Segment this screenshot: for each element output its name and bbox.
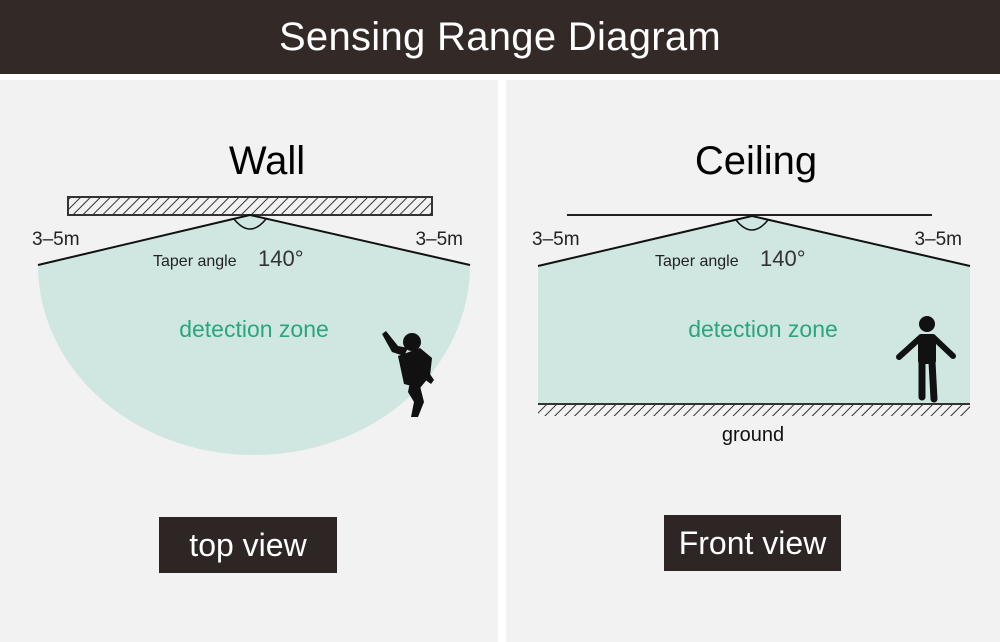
wall-hatch-icon (67, 196, 433, 216)
header-bar: Sensing Range Diagram (0, 0, 1000, 74)
ceiling-detection-zone (538, 216, 970, 404)
top-view-label: top view (159, 517, 337, 573)
ceiling-range-right: 3–5m (914, 229, 962, 250)
ceiling-title: Ceiling (695, 139, 817, 183)
wall-detection-zone (38, 215, 470, 455)
wall-range-right: 3–5m (415, 229, 463, 250)
ceiling-range-line-left (537, 215, 753, 267)
wall-zone-label: detection zone (179, 316, 329, 342)
person-climbing-icon (382, 331, 434, 417)
ceiling-range-line-right (751, 215, 971, 267)
ground-hatch-icon (538, 403, 970, 416)
front-view-label: Front view (664, 515, 841, 571)
wall-range-left: 3–5m (32, 229, 80, 250)
page-title: Sensing Range Diagram (278, 14, 722, 59)
wall-range-line-right (249, 214, 471, 266)
wall-range-line-left (37, 214, 251, 266)
ground-label: ground (722, 424, 784, 446)
ceiling-zone-label: detection zone (688, 316, 838, 342)
person-standing-icon (896, 316, 956, 403)
ceiling-range-left: 3–5m (532, 229, 580, 250)
ceiling-angle-value: 140° (760, 246, 806, 271)
wall-angle-label: Taper angle (153, 253, 237, 270)
ceiling-angle-label: Taper angle (655, 253, 739, 270)
wall-angle-value: 140° (258, 246, 304, 271)
wall-title: Wall (229, 139, 305, 183)
wall-angle-arc (233, 218, 267, 230)
ceiling-angle-arc (735, 219, 769, 231)
